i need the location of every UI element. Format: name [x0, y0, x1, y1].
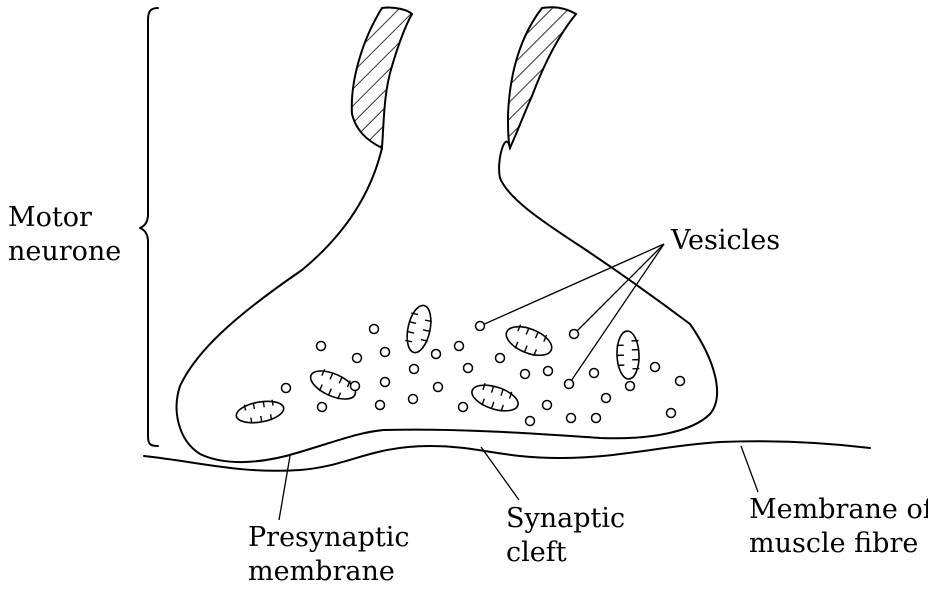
- mitochondrion: [502, 321, 555, 361]
- muscle-membrane-label-line2: muscle fibre: [749, 528, 918, 559]
- mitochondrion: [616, 331, 640, 380]
- presynaptic-membrane-label-line2: membrane: [248, 556, 395, 587]
- synaptic-cleft-label-line2: cleft: [506, 537, 567, 568]
- myelin-sheath-left: [352, 7, 412, 148]
- myelin-sheath-right: [508, 7, 576, 148]
- motor-neurone-label-line2: neurone: [8, 236, 121, 267]
- motor-neurone-label-line1: Motor: [8, 202, 92, 233]
- muscle-membrane-label-line1: Membrane of: [749, 494, 928, 525]
- mitochondrion: [235, 398, 286, 426]
- presynaptic-membrane-label-line1: Presynaptic: [248, 522, 410, 553]
- muscle-membrane-label: Membrane of muscle fibre: [749, 494, 928, 559]
- synaptic-cleft-label: Synaptic cleft: [506, 503, 634, 568]
- muscle-fibre-membrane: [144, 441, 870, 471]
- presynaptic-membrane-label: Presynaptic membrane: [248, 522, 418, 587]
- synaptic-cleft-label-line1: Synaptic: [506, 503, 625, 534]
- motor-neurone-brace: [140, 8, 158, 446]
- label-pointer-lines: [279, 244, 758, 520]
- mitochondrion: [469, 380, 521, 416]
- mitochondrion: [403, 303, 434, 355]
- motor-neurone-label: Motor neurone: [8, 202, 121, 267]
- vesicles-label: Vesicles: [670, 225, 780, 256]
